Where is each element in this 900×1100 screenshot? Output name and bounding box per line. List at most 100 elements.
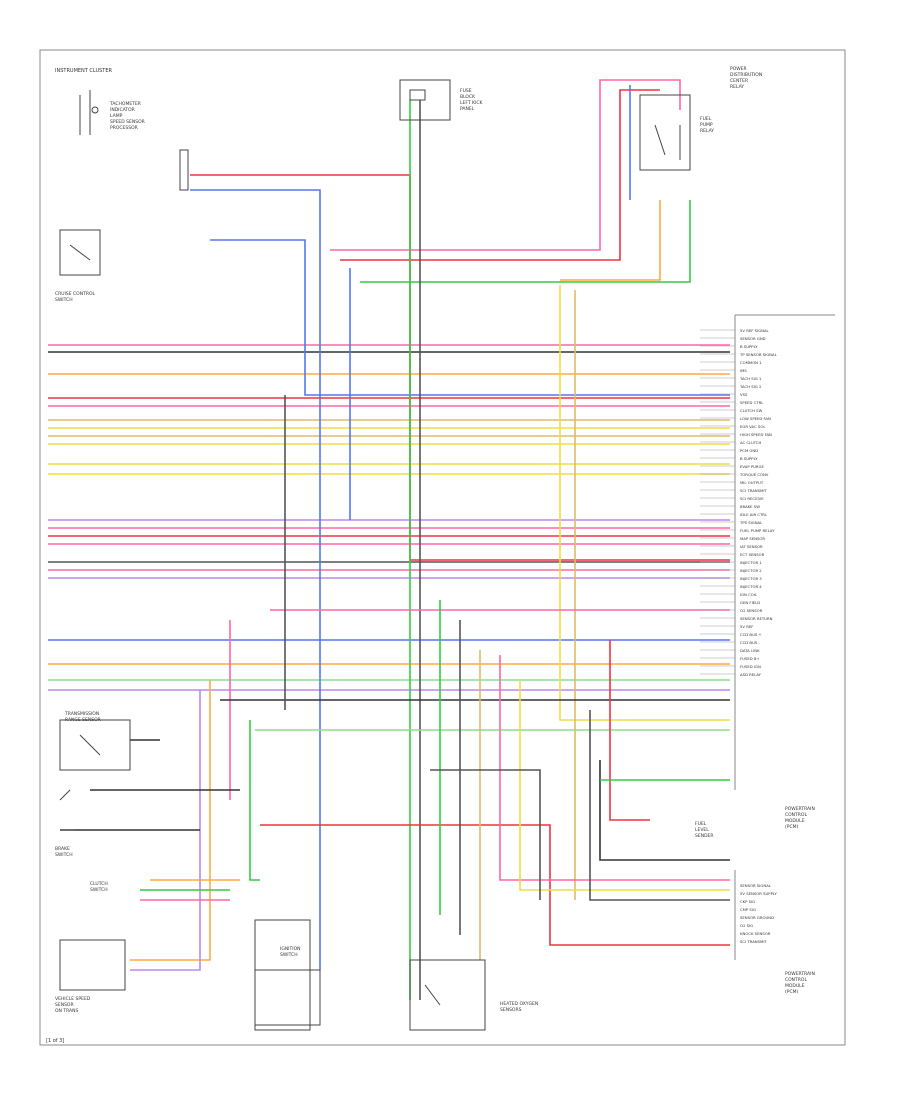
routed-wire xyxy=(599,760,730,861)
pcm-pin-label: GEN FIELD xyxy=(740,600,760,605)
pcm-pin-label: TPS SIGNAL xyxy=(739,520,763,525)
pcm-lower-pin-label: O2 SIG xyxy=(740,923,753,928)
pcm-pin-label: INJECTOR 1 xyxy=(740,560,762,565)
brake-switch-symbol xyxy=(59,789,75,831)
pcm-pin-label: B SUPPLY xyxy=(740,456,758,461)
component-label-fuse-block: FUSE xyxy=(460,88,472,94)
pcm-pin-label: HIGH SPEED FAN xyxy=(740,432,772,437)
component-label-transmission-range-sensor: TRANSMISSION xyxy=(64,711,99,717)
component-label-brake-switch: BRAKE xyxy=(55,846,70,852)
routed-wire xyxy=(340,89,660,261)
pcm-pin-label: TACH SIG 2 xyxy=(739,384,762,389)
routed-wire xyxy=(430,769,541,900)
component-label-o2-sensors: HEATED OXYGEN xyxy=(500,1001,538,1007)
pcm-pin-label: MAP SENSOR xyxy=(740,536,765,541)
routed-wire xyxy=(330,79,681,251)
pcm-pin-label: SENSOR RETURN xyxy=(740,616,773,621)
diagram-title: INSTRUMENT CLUSTER xyxy=(55,68,113,74)
pcm-pin-label: VSS xyxy=(740,392,748,397)
pcm-pin-label: TP SENSOR SIGNAL xyxy=(739,352,778,357)
pcm-pin-label: LOW SPEED FAN xyxy=(740,416,771,421)
routed-wire xyxy=(560,200,661,281)
o2-sensor-symbol xyxy=(409,959,486,1031)
pcm-lower-pin-label: SENSOR SIGNAL xyxy=(740,883,772,888)
component-label-fuse-block: PANEL xyxy=(460,106,475,112)
pcm-lower-pin-label: CKP SIG xyxy=(740,899,755,904)
component-label-instrument-cluster: INDICATOR xyxy=(110,107,135,113)
component-label-pcm-lower-label: MODULE xyxy=(785,983,805,989)
pcm-pin-label: INJECTOR 3 xyxy=(740,576,762,581)
pcm-pin-label: FUSED IGN xyxy=(740,664,761,669)
component-label-brake-switch: SWITCH xyxy=(55,852,73,858)
component-label-fuel-pump-relay: FUEL xyxy=(700,116,712,122)
component-label-pcm-lower-label: POWERTRAIN xyxy=(785,971,815,977)
pcm-pin-label: SENSOR GND xyxy=(740,336,766,341)
routed-wire xyxy=(210,239,730,396)
routed-wire xyxy=(130,680,211,961)
pcm-pin-label: FUSED B+ xyxy=(740,656,760,661)
component-label-ignition-switch: IGNITION xyxy=(280,946,301,952)
relay-symbol xyxy=(639,94,691,171)
pcm-pin-label: IGN COIL xyxy=(740,592,758,597)
pcm-pin-label: BRAKE SW xyxy=(740,504,760,509)
component-label-fuel-pump-relay: RELAY xyxy=(700,128,714,134)
component-label-relay-top: DISTRIBUTION xyxy=(730,72,762,78)
pcm-pin-label: CCD BUS + xyxy=(740,632,762,637)
pcm-pin-label: SCI TRANSMIT xyxy=(740,488,767,493)
pcm-pin-label: EGR VAC SOL xyxy=(740,424,766,429)
component-label-fuel-sender: LEVEL xyxy=(695,827,709,833)
component-label-fuse-block: BLOCK xyxy=(460,94,476,100)
component-label-instrument-cluster: LAMP xyxy=(110,113,123,119)
cruise-switch-symbol xyxy=(59,229,101,276)
component-label-instrument-cluster: PROCESSOR xyxy=(110,125,138,131)
component-label-instrument-cluster: TACHOMETER xyxy=(109,101,141,107)
pcm-pin-label: PCM GND xyxy=(740,448,758,453)
pcm-pin-label: TORQUE CONV xyxy=(739,472,769,477)
component-label-pcm-lower-label: (PCM) xyxy=(785,989,798,995)
component-label-pcm-lower-label: CONTROL xyxy=(785,977,807,983)
pcm-pin-label: ECT SENSOR xyxy=(740,552,765,557)
pcm-pin-label: SCI RECEIVE xyxy=(740,496,764,501)
routed-wire xyxy=(130,690,201,971)
pcm-pin-label: INJECTOR 4 xyxy=(740,584,762,589)
pcm-pin-label: ASD RELAY xyxy=(740,672,762,677)
component-label-relay-top: POWER xyxy=(730,66,747,72)
pcm-lower-pin-label: SCI TRANSMIT xyxy=(740,939,767,944)
component-label-vehicle-speed-sensor: VEHICLE SPEED xyxy=(55,996,91,1002)
routed-wire xyxy=(519,680,730,891)
component-label-ignition-switch: SWITCH xyxy=(280,952,298,958)
pcm-lower-pin-label: SENSOR GROUND xyxy=(740,915,774,920)
footer-mark: [1 of 3] xyxy=(46,1038,64,1044)
pcm-pin-label: DATA LINK xyxy=(740,648,760,653)
component-label-vehicle-speed-sensor: SENSOR xyxy=(55,1002,74,1008)
pcm-lower-pin-label: 5V SENSOR SUPPLY xyxy=(740,891,777,896)
component-label-relay-top: RELAY xyxy=(730,84,744,90)
routed-wire xyxy=(559,285,730,721)
routed-wire xyxy=(260,824,730,946)
pcm-pin-label: IAT SENSOR xyxy=(740,544,763,549)
pcm-pin-label: COMMON 1 xyxy=(740,360,762,365)
pcm-pin-label: MIL OUTPUT xyxy=(740,480,764,485)
pcm-lower-pin-label: KNOCK SENSOR xyxy=(740,931,771,936)
pcm-pin-label: CCD BUS - xyxy=(740,640,760,645)
component-label-fuel-sender: SENDER xyxy=(695,833,714,839)
pcm-pin-label: IDLE AIR CTRL xyxy=(740,512,768,517)
pcm-pin-label: AC CLUTCH xyxy=(740,440,761,445)
component-label-fuel-sender: FUEL xyxy=(695,821,707,827)
component-label-fuel-pump-relay: PUMP xyxy=(700,122,713,128)
pcm-lower-pin-label: CMP SIG xyxy=(740,907,756,912)
pcm-pin-label: INJECTOR 2 xyxy=(740,568,762,573)
component-label-pcm-label: CONTROL xyxy=(785,812,807,818)
component-label-pcm-label: POWERTRAIN xyxy=(785,806,815,812)
component-label-instrument-cluster: SPEED SENSOR xyxy=(110,119,145,125)
pcm-pin-label: IMS xyxy=(740,368,747,373)
pcm-pin-label: TACH SIG 1 xyxy=(739,376,762,381)
component-label-pcm-label: MODULE xyxy=(785,818,805,824)
component-label-clutch-switch: SWITCH xyxy=(90,887,108,893)
routed-wire xyxy=(190,174,730,561)
component-label-clutch-switch: CLUTCH xyxy=(90,881,108,887)
component-label-cruise-switch: CRUISE CONTROL xyxy=(55,291,95,297)
routed-wire xyxy=(190,189,321,970)
pcm-pin-label: EVAP PURGE xyxy=(740,464,764,469)
component-label-cruise-switch: SWITCH xyxy=(55,297,73,303)
